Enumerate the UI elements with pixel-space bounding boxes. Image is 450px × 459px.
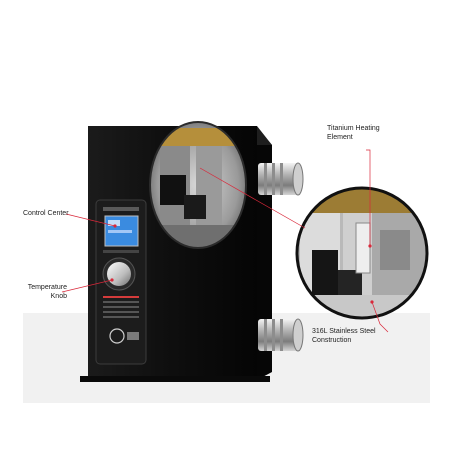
heater-base [80,376,270,382]
control-center-label: Control Center [23,210,69,217]
steel-callout-line [371,301,389,333]
temperature-knob [107,262,131,286]
lower-water-fitting [258,318,304,352]
control-panel [95,199,147,365]
zoom-detail-circle [295,186,429,320]
knob-callout-line [61,279,113,293]
titanium-label-line2: Element [327,133,353,141]
titanium-label-line1: Titanium Heating [327,125,380,132]
zoom-connector-line [199,167,306,229]
knob-label-line2: Knob [50,292,67,300]
upper-water-fitting [258,162,304,196]
temperature-knob-label: Temperature Knob [21,284,67,301]
knob-label-line1: Temperature [27,284,67,291]
steel-label-line2: Construction [312,336,352,344]
steel-label-line1: 316L Stainless Steel [312,328,376,335]
titanium-callout-line [366,149,371,246]
control-center-callout-line [65,213,116,227]
titanium-label: Titanium Heating Element [327,125,380,142]
steel-label: 316L Stainless Steel Construction [312,328,376,345]
